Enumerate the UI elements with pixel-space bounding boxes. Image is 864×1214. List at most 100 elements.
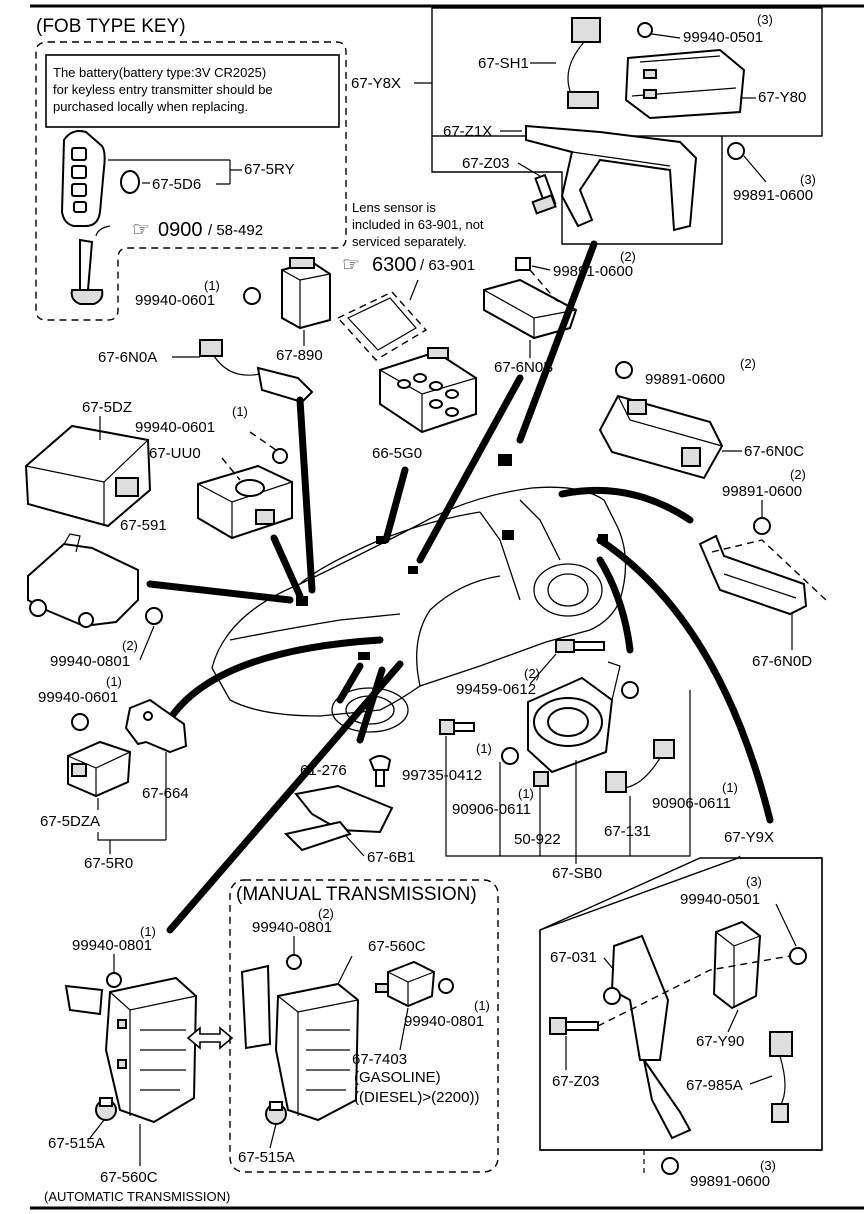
part-67-SH1: 67-SH1: [478, 55, 529, 72]
clip-67-515A-b: [265, 1101, 287, 1125]
part-61-276: 61-276: [300, 762, 347, 779]
part-67-Z03-a: 67-Z03: [462, 155, 510, 172]
battery-note-line3: purchased locally when replacing.: [53, 99, 248, 114]
nut-99940-0801-d: [438, 978, 454, 994]
qty-99735-0412: (1): [476, 741, 492, 756]
nut-99891-0600-e: [661, 1157, 679, 1175]
nut-99940-0801-b: [106, 972, 122, 988]
part-99940-0801-d: 99940-0801: [404, 1013, 484, 1030]
nut-99891-0600-a: [727, 142, 745, 160]
part-50-922: 50-922: [514, 831, 561, 848]
bolt-67-Z03-b: [549, 1017, 599, 1035]
automatic-transmission-label: (AUTOMATIC TRANSMISSION): [44, 1189, 230, 1204]
battery-note-line1: The battery(battery type:3V CR2025): [53, 65, 266, 80]
manual-transmission-header: (MANUAL TRANSMISSION): [236, 884, 477, 905]
part-67-515A-b: 67-515A: [238, 1149, 295, 1166]
part-67-UU0: 67-UU0: [149, 445, 201, 462]
module-66-5G0: [379, 347, 477, 434]
switch-67-Y90: [712, 920, 762, 1010]
ref-icon-0900: ☞: [132, 219, 150, 241]
part-67-6B1: 67-6B1: [367, 849, 415, 866]
part-90906-0611-a: 90906-0611: [452, 801, 531, 818]
part-99940-0501-b: 99940-0501: [680, 891, 760, 908]
part-67-Y90: 67-Y90: [696, 1033, 744, 1050]
group-box-67-Y8X-lower: [431, 136, 723, 245]
part-67-515A-a: 67-515A: [48, 1135, 105, 1152]
part-67-591: 67-591: [120, 517, 167, 534]
ref-0900-page: / 58-492: [208, 222, 263, 239]
part-99940-0501-a: 99940-0501: [683, 29, 763, 46]
nut-90906-0611-b: [621, 681, 639, 699]
nut-99940-0801-c: [286, 954, 302, 970]
part-67-560C-b: 67-560C: [368, 938, 426, 955]
module-67-890: [281, 257, 331, 330]
qty-99891-0600-a: (3): [800, 172, 816, 187]
nut-99940-0601-c: [71, 713, 89, 731]
part-99891-0600-a: 99891-0600: [733, 187, 813, 204]
module-67-Y80: [624, 48, 746, 120]
qty-99891-0600-b: (2): [620, 249, 636, 264]
sensor-67-131: [605, 739, 675, 793]
qty-99940-0801-c: (2): [318, 906, 334, 921]
interchange-arrow-icon: [186, 1026, 234, 1050]
lens-note-line2: included in 63-901, not: [352, 217, 484, 232]
clip-67-515A-a: [95, 1097, 117, 1121]
bracket-67-664: [124, 698, 188, 754]
part-99735-0412: 99735-0412: [402, 767, 482, 784]
antenna-67-6N0A: [199, 339, 314, 404]
qty-99940-0601-c: (1): [106, 674, 122, 689]
part-99940-0601-c: 99940-0601: [38, 689, 118, 706]
part-67-5RY: 67-5RY: [244, 161, 295, 178]
gasoline-label: (GASOLINE): [354, 1069, 441, 1086]
part-67-Z1X: 67-Z1X: [443, 123, 492, 140]
lens-note-line1: Lens sensor is: [352, 200, 436, 215]
module-67-5DZ: [24, 424, 152, 528]
part-99459-0612: 99459-0612: [456, 681, 536, 698]
module-67-5DZA: [67, 740, 132, 798]
clip-50-922: [533, 771, 549, 787]
qty-99891-0600-c: (2): [740, 356, 756, 371]
part-66-5G0: 66-5G0: [372, 445, 422, 462]
qty-99940-0501-b: (3): [746, 874, 762, 889]
part-90906-0611-b: 90906-0611: [652, 795, 731, 812]
ref-icon-6300: ☞: [342, 254, 360, 276]
antenna-67-6N0C: [598, 394, 724, 480]
bolt-99735-0412: [439, 719, 475, 735]
bracket-67-Z1X: [525, 124, 698, 232]
part-67-5DZA: 67-5DZA: [40, 813, 100, 830]
nut-99940-0601-b: [272, 448, 288, 464]
qty-99940-0601-a: (1): [204, 278, 220, 293]
ref-0900-code: 0900: [158, 219, 203, 241]
part-67-031: 67-031: [550, 949, 597, 966]
part-67-Y9X: 67-Y9X: [724, 829, 774, 846]
nut-99891-0600-c: [615, 361, 633, 379]
part-67-7403: 67-7403: [352, 1051, 407, 1068]
part-67-6N0B: 67-6N0B: [494, 359, 553, 376]
qty-99940-0501-a: (3): [757, 12, 773, 27]
lens-note-line3: serviced separately.: [352, 234, 467, 249]
part-67-Y8X: 67-Y8X: [351, 75, 401, 92]
nut-99940-0501-b: [789, 947, 807, 965]
qty-99459-0612: (2): [524, 666, 540, 681]
part-99940-0801-a: 99940-0801: [50, 653, 130, 670]
part-67-Z03-b: 67-Z03: [552, 1073, 600, 1090]
clip-61-276: [368, 755, 392, 787]
bcm-67-560C-automatic: [64, 976, 198, 1124]
bracket-67-6B1: [284, 784, 394, 852]
relay-67-7403: [375, 960, 436, 1008]
antenna-67-6N0D: [698, 534, 827, 616]
qty-90906-0611-b: (1): [722, 780, 738, 795]
fob-type-key-header: (FOB TYPE KEY): [36, 16, 186, 37]
brake-pedal-67-031: [603, 934, 692, 1140]
part-67-5D6: 67-5D6: [152, 176, 201, 193]
nut-99891-0600-d: [753, 517, 771, 535]
bolt-67-Z03-a: [531, 173, 557, 215]
part-67-6N0D: 67-6N0D: [752, 653, 812, 670]
part-99891-0600-e: 99891-0600: [690, 1173, 770, 1190]
qty-99940-0801-b: (1): [140, 924, 156, 939]
part-67-985A: 67-985A: [686, 1077, 743, 1094]
manual-transmission-boundary: [229, 879, 499, 1173]
ref-6300-page: / 63-901: [420, 257, 475, 274]
qty-99940-0801-d: (1): [474, 998, 490, 1013]
